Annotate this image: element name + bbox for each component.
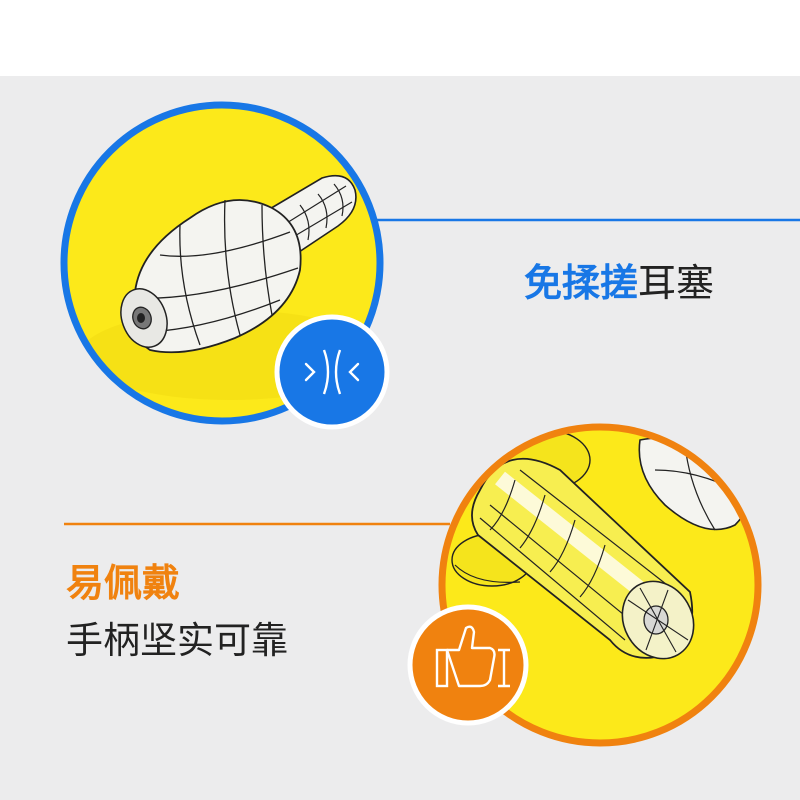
compress-arrows-icon — [274, 314, 390, 430]
feature-top-caption: 免揉搓耳塞 — [524, 264, 714, 302]
feature-bottom-subtitle: 手柄坚实可靠 — [66, 619, 288, 662]
thumbs-up-icon — [407, 604, 529, 726]
feature-bottom-title: 易佩戴 — [66, 561, 181, 605]
feature-top-rest: 耳塞 — [638, 261, 715, 305]
feature-top-highlight: 免揉搓 — [524, 261, 639, 305]
earplug-handle-illustration — [438, 423, 762, 747]
